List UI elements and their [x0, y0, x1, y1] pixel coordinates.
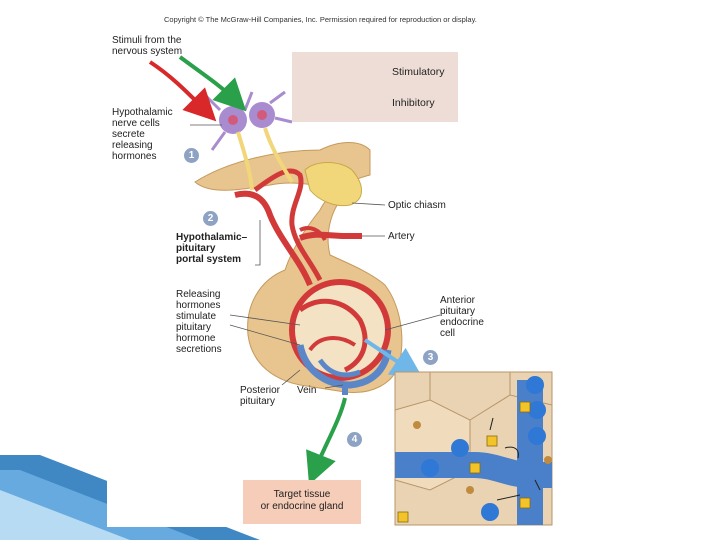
circulation-arrow — [306, 397, 347, 485]
anterior-cell-inset — [394, 371, 553, 526]
label-vein: Vein — [297, 385, 317, 396]
target-line-1: Target tissue — [273, 489, 331, 500]
step-2-badge: 2 — [203, 211, 218, 226]
stimulus-arrow-inhibitory — [148, 60, 217, 122]
step-1-badge: 1 — [184, 148, 199, 163]
legend-stimulatory-label: Stimulatory — [392, 66, 445, 78]
optic-chiasm — [304, 162, 362, 207]
step-3-badge: 3 — [423, 350, 438, 365]
portal-vessel — [234, 190, 313, 287]
target-tissue-box: Target tissue or endocrine gland — [243, 480, 361, 524]
label-artery: Artery — [388, 231, 415, 242]
target-line-2: or endocrine gland — [260, 501, 344, 512]
secretion-arrow — [363, 338, 424, 379]
copyright-notice: Copyright © The McGraw-Hill Companies, I… — [164, 15, 477, 24]
label-optic-chiasm: Optic chiasm — [388, 200, 446, 211]
stimulus-arrow-stimulatory — [178, 55, 247, 112]
step-4-badge: 4 — [347, 432, 362, 447]
legend — [292, 52, 458, 122]
artery — [298, 231, 362, 241]
legend-inhibitory-label: Inhibitory — [392, 97, 435, 109]
